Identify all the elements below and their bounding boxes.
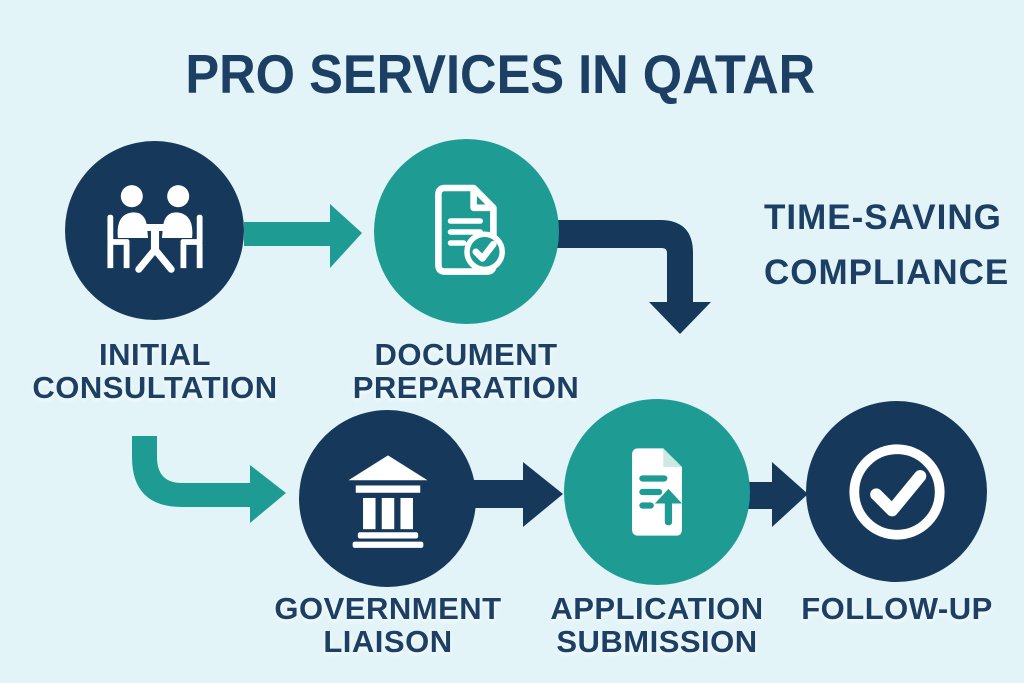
arrow-elbow-down-icon: [552, 220, 711, 334]
document-upload-icon: [632, 448, 682, 536]
check-circle-icon: [848, 443, 945, 540]
step-circle-follow-up: [806, 401, 987, 582]
benefit-time-saving: TIME-SAVING: [764, 198, 1002, 237]
step-label-government-liaison: GOVERNMENT LIAISON: [274, 591, 502, 659]
arrow-right-icon: [745, 462, 808, 527]
step-label-follow-up: FOLLOW-UP: [801, 591, 993, 626]
step-circle-government-liaison: [299, 410, 476, 587]
step-circle-application-submission: [564, 399, 750, 585]
step-circle-document-preparation: [374, 139, 559, 324]
step-label-initial-consultation: INITIAL CONSULTATION: [32, 337, 278, 405]
step-label-document-preparation: DOCUMENT PREPARATION: [352, 337, 580, 405]
arrow-right-icon: [244, 204, 362, 268]
arrow-elbow-right-icon: [132, 436, 286, 523]
government-building-icon: [347, 454, 428, 548]
step-label-application-submission: APPLICATION SUBMISSION: [550, 591, 764, 659]
benefit-compliance: COMPLIANCE: [764, 253, 1010, 292]
arrow-right-icon: [470, 462, 563, 527]
page-title: PRO SERVICES IN QATAR: [185, 43, 815, 105]
step-circle-initial-consultation: [65, 141, 244, 320]
meeting-icon: [106, 184, 203, 273]
benefits-list: TIME-SAVING COMPLIANCE: [764, 199, 1009, 309]
document-check-icon: [434, 184, 505, 275]
